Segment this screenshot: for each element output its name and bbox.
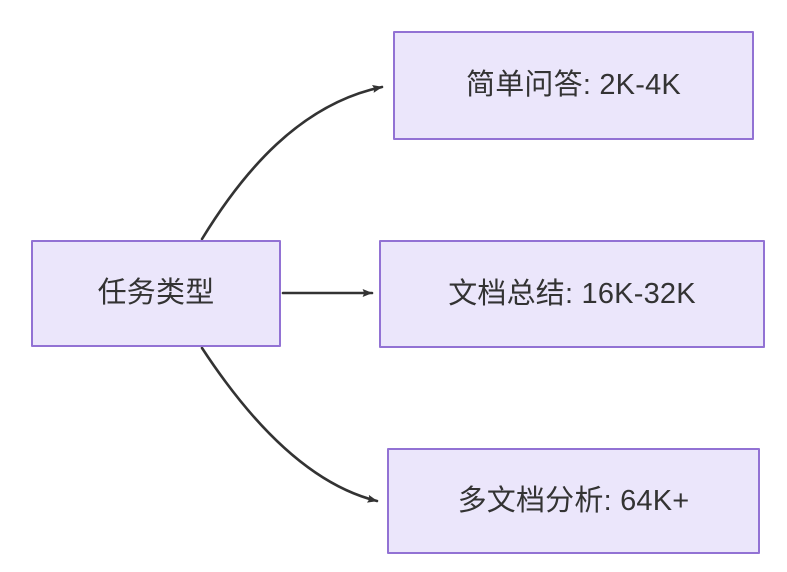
node-doc-summary-label: 文档总结: 16K-32K <box>448 277 696 310</box>
node-simple-qa[interactable]: 简单问答: 2K-4K <box>393 31 754 140</box>
node-task-type[interactable]: 任务类型 <box>31 240 281 347</box>
edge-to-simple-qa <box>200 84 384 241</box>
node-multi-doc-label: 多文档分析: 64K+ <box>457 484 690 517</box>
node-task-type-label: 任务类型 <box>97 277 215 310</box>
edge-to-multi-doc <box>200 346 379 503</box>
node-simple-qa-label: 简单问答: 2K-4K <box>466 69 681 102</box>
node-multi-doc[interactable]: 多文档分析: 64K+ <box>387 448 760 554</box>
node-doc-summary[interactable]: 文档总结: 16K-32K <box>379 240 765 348</box>
